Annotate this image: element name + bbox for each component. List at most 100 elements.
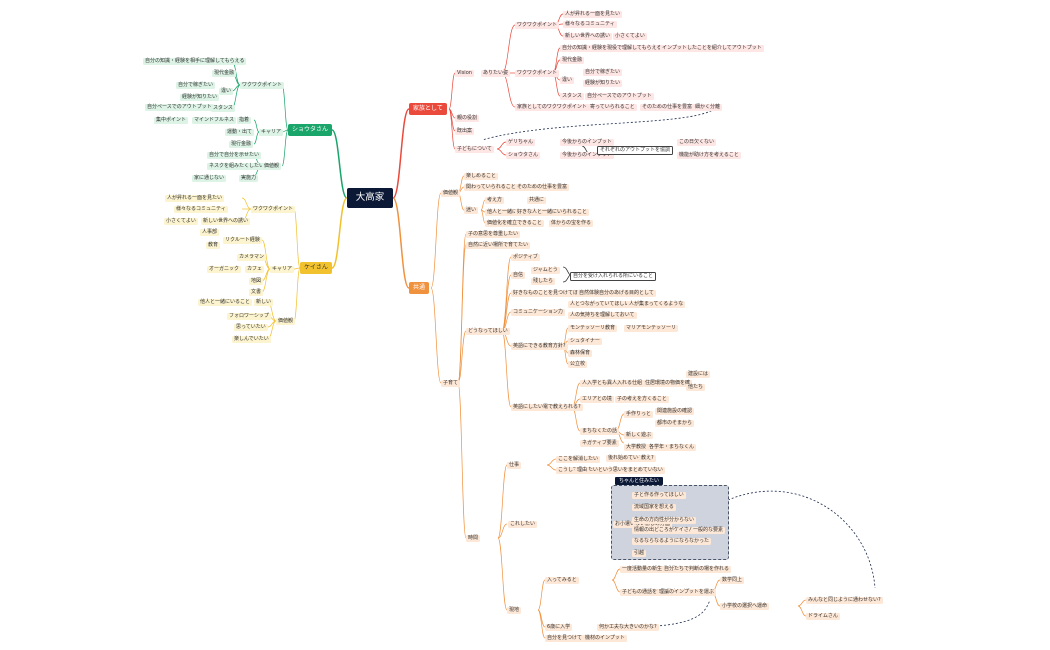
node-117[interactable]: 教え? [639,455,656,462]
node-102[interactable]: 人入学とも異人入れる仕組 [580,380,645,387]
node-144[interactable]: 何か工夫な大きいのかな? [597,624,659,631]
node-60[interactable]: 地図 [249,278,264,285]
node-27[interactable]: それぞれのアウトプットを協調 [597,146,674,155]
node-32[interactable]: ワクワクポイント [240,82,285,89]
node-26[interactable]: 今後からのインプット [560,152,614,159]
node-35[interactable]: 経験が知りたい [180,94,220,101]
node-16[interactable]: 家族としてのワクワクポイント [515,104,589,111]
node-63[interactable]: 他人と一緒にいること [198,299,253,306]
node-128[interactable]: 生命の方向性が分からない [632,517,697,524]
node-8[interactable]: インプットしたことを紹介してアウトプット [660,45,764,52]
node-33[interactable]: 自分で稼ぎたい [176,82,216,89]
node-118[interactable]: 時間 [466,535,481,542]
node-112[interactable]: 新しく遊ぶ [624,432,654,439]
node-55[interactable]: リクルート経験 [223,237,262,244]
node-139[interactable]: 数学同上 [720,577,745,584]
node-6[interactable]: Vision [455,70,474,77]
node-84[interactable]: ポジティブ [511,254,540,261]
node-75[interactable]: 迷い [464,207,479,214]
node-99[interactable]: 森林保育 [568,350,593,357]
node-21[interactable]: 既出案 [455,128,475,135]
node-86[interactable]: ジャムとう [531,267,560,274]
node-143[interactable]: 6歳に入学 [545,624,573,631]
node-146[interactable]: 機材のインプット [583,635,627,642]
node-37[interactable]: スタンス [211,105,235,112]
node-47[interactable]: 家に通じない [192,175,227,182]
node-76[interactable]: 他人と一緒にいること [485,209,540,216]
node-130[interactable]: 一般的な要素 [691,527,726,534]
node-41[interactable]: 運動・出て [225,129,255,136]
node-114[interactable]: 各学年・まちなくん [647,444,697,451]
node-142[interactable]: ドライムさん [806,613,840,620]
node-125[interactable]: お小遣いない感じの方面 [613,521,673,528]
node-129[interactable]: 情報の出どころがケイさんへ [632,527,701,534]
node-120[interactable]: ここを解消したい [556,456,601,463]
node-22[interactable]: 子どもについて [455,146,494,153]
branch-common[interactable]: 共通 [409,282,430,294]
node-71[interactable]: 関わっていられること [464,184,518,191]
node-42[interactable]: キャリア [259,129,284,136]
node-66[interactable]: 思っていたい [234,324,268,331]
node-77[interactable]: 好きな人と一緒にいられること [515,209,590,216]
node-82[interactable]: 子育て [441,380,461,387]
node-79[interactable]: 体からの宝を作る [549,220,594,227]
node-51[interactable]: 新しい世界への誘い [201,218,251,225]
node-53[interactable]: ワクワクポイント [251,206,296,213]
node-1[interactable]: 様々なるコミュニティ [563,21,617,28]
node-121[interactable]: こうしていきたいという思いをまとめていない [556,467,665,474]
node-81[interactable]: 自然に近い場所で育てたい [466,242,531,249]
node-38[interactable]: 集中ポイント [154,117,189,124]
node-14[interactable]: スタンス [560,93,584,100]
node-19[interactable]: 細かく分離 [693,104,723,111]
node-106[interactable]: エリアとの境 [580,396,614,403]
node-39[interactable]: マインドフルネス [192,117,237,124]
node-107[interactable]: 子の考えを方くること [615,396,669,403]
node-124[interactable]: これしたい [508,521,538,528]
node-59[interactable]: カフェ [245,266,265,273]
node-17[interactable]: 寄っていられること [588,104,637,111]
node-25[interactable]: ショウタさん [506,152,541,159]
node-15[interactable]: 自分ペースでのアウトプット [585,93,654,100]
node-96[interactable]: モンテッソーリ教育 [568,325,618,332]
node-132[interactable]: 引越 [632,550,647,557]
node-90[interactable]: 自然体験自分のあげる目的として [577,290,656,297]
node-127[interactable]: 流域国家を想える [632,504,676,511]
node-54[interactable]: 人事部 [200,229,220,236]
node-40[interactable]: 指着 [237,117,252,124]
node-108[interactable]: まちなくたの話 [580,428,620,435]
node-9[interactable]: 現代金融 [560,57,585,64]
branch-kei[interactable]: ケイさん [300,262,332,274]
node-122[interactable]: 理由 [575,467,590,474]
node-126[interactable]: 子と作る作ってほしい [632,492,686,499]
node-28[interactable]: この日欠くない [677,139,717,146]
node-64[interactable]: 新しい [254,299,274,306]
node-74[interactable]: 共通に [527,197,547,204]
node-115[interactable]: ネガティブ要素 [580,440,619,447]
node-93[interactable]: 人が集まってくるような [627,301,686,308]
node-131[interactable]: なるならなるようにならなかった [632,538,712,545]
node-18[interactable]: そのための仕事を豊富 [640,104,695,111]
node-68[interactable]: 価値観 [276,318,296,325]
node-57[interactable]: カメラマン [237,254,267,261]
node-87[interactable]: 残したら [531,278,556,285]
node-10[interactable]: ワクワクポイント [515,70,560,77]
node-100[interactable]: 公立校 [568,361,588,368]
node-138[interactable]: 理論のインプットを運ぶ [657,589,716,596]
node-94[interactable]: 人の気持ちを理解しておいて [568,312,637,319]
node-34[interactable]: 違い [219,88,234,95]
node-95[interactable]: 英語にできる教育方針? [511,343,568,350]
node-56[interactable]: 教育 [206,242,221,249]
node-69[interactable]: 価値観 [441,190,461,197]
node-101[interactable]: 英語にしたい電で教えられる? [511,404,583,411]
node-103[interactable]: 住居環境の物価を確 [643,380,693,387]
node-104[interactable]: 建設には [686,371,711,378]
node-85[interactable]: 自信 [511,272,526,279]
node-78[interactable]: 価値化を確立できること [485,220,544,227]
node-48[interactable]: 実施力 [239,175,259,182]
node-97[interactable]: マリアモンテッソーリ [624,325,679,332]
node-29[interactable]: 機能が助け方を考えること [677,152,741,159]
node-105[interactable]: 他たち [686,384,706,391]
node-110[interactable]: 関連施設の確認 [655,408,695,415]
node-89[interactable]: 好きなものことを見つけてほしい [511,290,591,297]
node-92[interactable]: 人とつながっていてほしい [568,301,632,308]
